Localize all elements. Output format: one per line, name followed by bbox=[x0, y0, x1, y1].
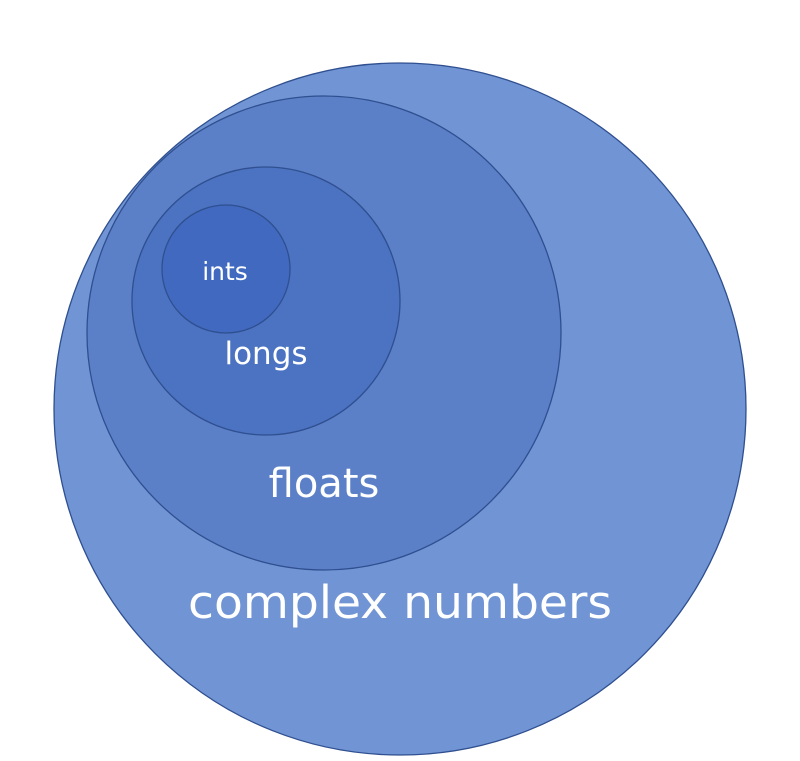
ints-circle bbox=[161, 204, 291, 334]
longs-label: longs bbox=[224, 336, 307, 372]
ints-label: ints bbox=[202, 257, 248, 286]
floats-label: floats bbox=[269, 461, 380, 507]
complex-numbers-label: complex numbers bbox=[188, 576, 612, 629]
